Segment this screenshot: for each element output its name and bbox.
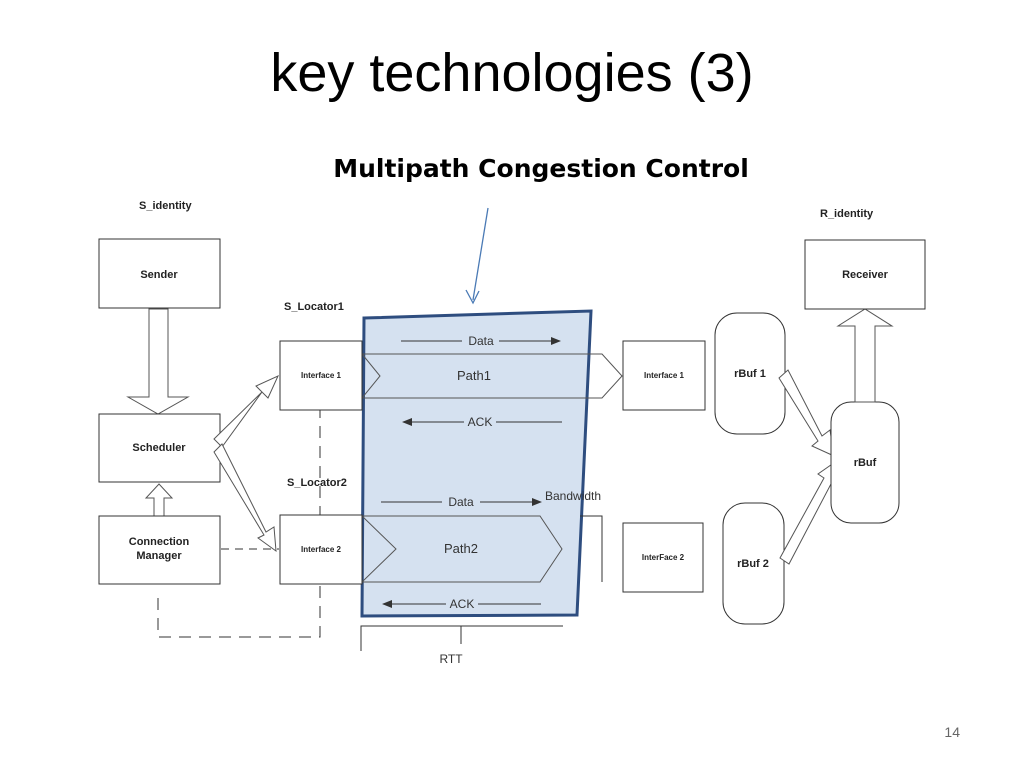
manager-control-dashed-loop (157, 410, 321, 638)
data1-label: Data (468, 334, 494, 348)
sender-interface1-box (279, 340, 363, 411)
manager-to-scheduler-arrow (144, 483, 174, 517)
rbuf2-box (722, 502, 785, 625)
congestion-control-region (360, 309, 593, 618)
path2-label: Path2 (444, 541, 478, 556)
scheduler-label: Scheduler (132, 442, 186, 454)
path1-label: Path1 (457, 368, 491, 383)
slide-title: key technologies (3) (270, 43, 754, 103)
connection-manager-label-line1: Connection (129, 536, 190, 548)
sender-to-scheduler-arrow (126, 308, 190, 415)
receiver-interface2-box (622, 522, 704, 593)
sender-box (98, 238, 221, 309)
receiver-interface1-label: Interface 1 (644, 371, 685, 380)
s-locator1-label: S_Locator1 (284, 301, 344, 313)
callout-arrow-head (465, 289, 480, 305)
scheduler-to-interface2-arrow (213, 443, 277, 553)
data2-label: Data (448, 495, 474, 509)
rbuf1-label: rBuf 1 (734, 368, 766, 380)
diagram-subtitle: Multipath Congestion Control (333, 154, 749, 183)
r-identity-label: R_identity (820, 208, 874, 220)
bandwidth-label: Bandwidth (545, 489, 601, 503)
connection-manager-box (98, 515, 221, 585)
sender-interface1-label: Interface 1 (301, 371, 342, 380)
rtt-label: RTT (439, 652, 463, 666)
rbuf-label: rBuf (854, 457, 877, 469)
scheduler-to-interface1-arrow (213, 374, 280, 448)
path2-chevron (360, 515, 563, 583)
sender-label: Sender (140, 269, 178, 281)
bandwidth-bracket (580, 515, 603, 582)
sender-interface2-label: Interface 2 (301, 545, 342, 554)
rbuf-to-receiver-arrow (836, 308, 894, 403)
rbuf2-label: rBuf 2 (737, 558, 769, 570)
rtt-bracket (360, 625, 563, 651)
path1-chevron (360, 353, 623, 399)
ack2-label: ACK (450, 597, 475, 611)
receiver-box (804, 239, 926, 310)
receiver-interface1-box (622, 340, 706, 411)
receiver-label: Receiver (842, 269, 889, 281)
s-identity-label: S_identity (139, 200, 192, 212)
connection-manager-label-line2: Manager (136, 550, 182, 562)
s-locator2-label: S_Locator2 (287, 477, 347, 489)
ack1-label: ACK (468, 415, 493, 429)
rbuf1-to-rbuf-arrow (778, 369, 835, 457)
sender-interface2-box (279, 514, 363, 585)
receiver-interface2-label: InterFace 2 (642, 553, 685, 562)
page-number: 14 (944, 724, 960, 740)
callout-arrow (472, 207, 489, 301)
